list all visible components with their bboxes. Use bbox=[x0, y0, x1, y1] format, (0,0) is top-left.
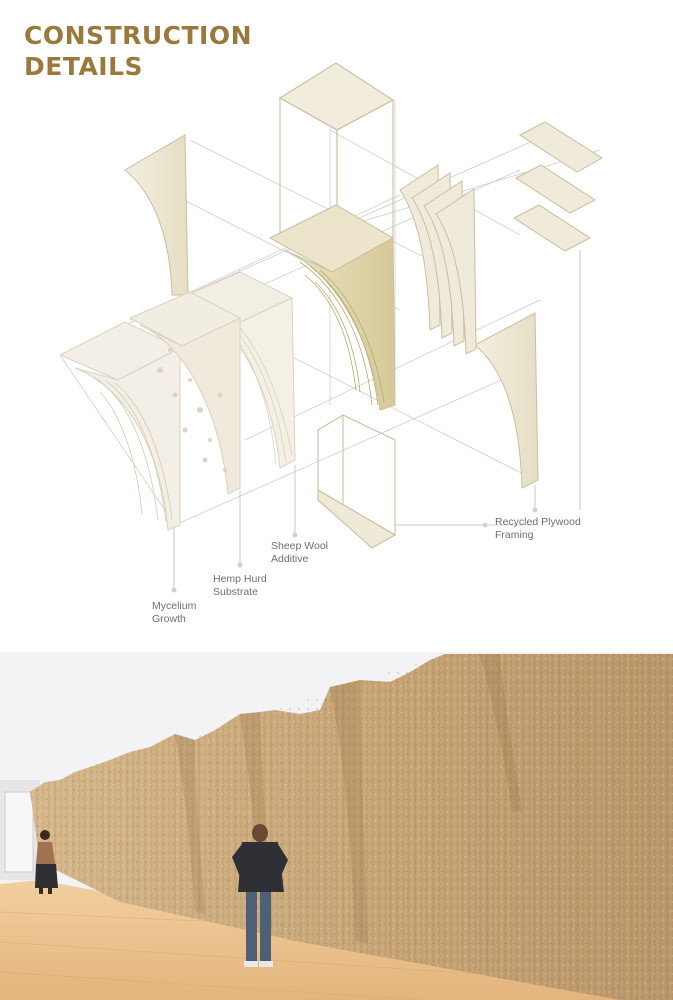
mycelium-panel bbox=[58, 291, 242, 531]
framing-panel-right bbox=[474, 312, 539, 489]
plywood-ribs bbox=[399, 164, 477, 355]
label-line: Mycelium bbox=[152, 600, 197, 612]
title-line-2: DETAILS bbox=[24, 52, 144, 81]
wall-render-image bbox=[0, 652, 673, 1000]
distant-person-figure bbox=[35, 830, 58, 894]
label-line: Additive bbox=[271, 553, 309, 565]
exploded-axonometric-diagram bbox=[58, 62, 603, 593]
sheep-wool-panel bbox=[268, 204, 396, 411]
connector-slats bbox=[513, 121, 603, 252]
label-mycelium-growth: Mycelium Growth bbox=[152, 600, 196, 626]
label-line: Growth bbox=[152, 613, 186, 625]
label-line: Hemp Hurd bbox=[213, 573, 267, 585]
column-box-lower bbox=[317, 414, 397, 549]
page-title: CONSTRUCTION DETAILS bbox=[24, 20, 252, 82]
room-window bbox=[0, 780, 40, 880]
label-line: Recycled Plywood bbox=[495, 516, 581, 528]
leader-lines bbox=[171, 250, 581, 593]
person-figure bbox=[232, 824, 288, 967]
label-hemp-hurd-substrate: Hemp Hurd Substrate bbox=[213, 573, 267, 599]
label-sheep-wool-additive: Sheep Wool Additive bbox=[271, 540, 328, 566]
label-line: Framing bbox=[495, 529, 534, 541]
label-line: Sheep Wool bbox=[271, 540, 329, 552]
framing-panel-upper-left bbox=[124, 134, 189, 296]
wall-speckle-texture bbox=[30, 654, 673, 1000]
label-recycled-plywood-framing: Recycled Plywood Framing bbox=[495, 516, 581, 542]
title-line-1: CONSTRUCTION bbox=[24, 21, 253, 50]
label-line: Substrate bbox=[213, 586, 258, 598]
